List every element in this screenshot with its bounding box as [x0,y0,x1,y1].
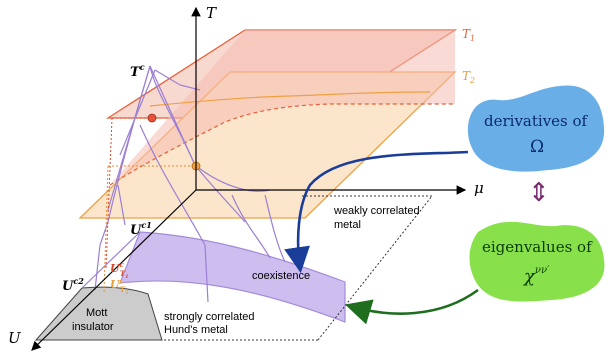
blue-curved-arrow [284,150,469,274]
t2-guides [103,165,195,293]
chi-label: χνν′ [522,265,550,287]
floor-outline [160,195,433,341]
equivalence-arrow: ⇕ [528,178,550,208]
t1-guides [105,117,150,269]
eigenvalues-blob [469,221,605,302]
t2-plane-label: T2 [462,69,475,85]
mott-region [34,286,163,341]
omega-label: Ω [530,137,544,157]
u-axis [31,189,197,351]
t-axis-label: T [206,4,217,22]
green-curved-arrow [345,288,479,325]
critical-lines [81,65,286,303]
derivatives-blob [467,85,605,172]
uc1-label: Uc1 [130,220,152,238]
coexistence-region [119,231,346,323]
tc-label: Tc [130,62,145,80]
u-axis-label: U [8,329,22,347]
t1-critical-point [147,113,157,123]
uc2-label: Uc2 [62,276,84,294]
t1-plane-label: T1 [462,27,475,43]
coexistence-label: coexistence [252,270,310,282]
mu-axis-label: μ [474,179,484,197]
eigenvalues-label: eigenvalues of [482,238,593,256]
t2-boundary-curve [149,91,431,107]
derivatives-label: derivatives of [484,112,589,130]
t1-boundary-curve [109,103,455,186]
